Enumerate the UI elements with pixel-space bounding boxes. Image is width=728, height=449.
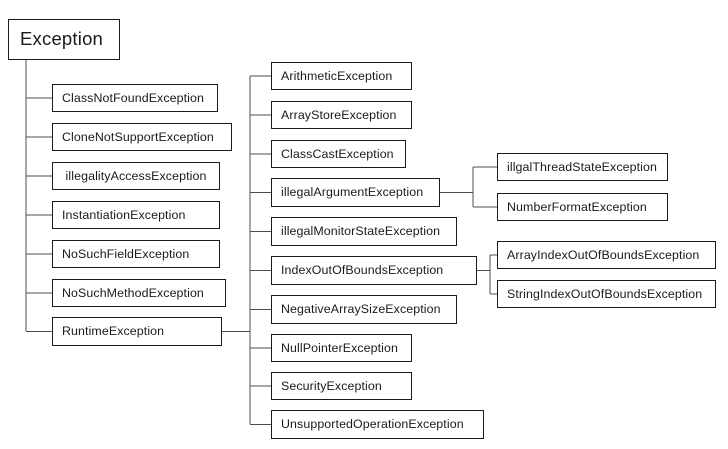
node-arrayindexoutofboundsexception[interactable]: ArrayIndexOutOfBoundsException: [497, 241, 716, 269]
node-instantiationexception-label: InstantiationException: [62, 207, 186, 222]
node-nullpointerexception[interactable]: NullPointerException: [271, 334, 412, 362]
node-illegalargumentexception-label: illegalArgumentException: [281, 185, 424, 200]
node-nosuchfieldexception-label: NoSuchFieldException: [62, 246, 190, 261]
node-securityexception[interactable]: SecurityException: [271, 372, 412, 400]
node-runtimeexception[interactable]: RuntimeException: [52, 317, 222, 346]
node-illegalityaccessexception-label: illegalityAccessException: [65, 168, 207, 183]
node-clonenotsupportexception[interactable]: CloneNotSupportException: [52, 123, 232, 151]
node-illgalthreadstateexception[interactable]: illgalThreadStateException: [497, 153, 668, 181]
node-exception[interactable]: Exception: [8, 19, 120, 60]
node-arithmeticexception[interactable]: ArithmeticException: [271, 62, 412, 90]
node-indexoutofboundsexception[interactable]: IndexOutOfBoundsException: [271, 256, 477, 285]
node-stringindexoutofboundsexception-label: StringIndexOutOfBoundsException: [507, 286, 703, 301]
node-runtimeexception-label: RuntimeException: [62, 324, 165, 339]
node-nullpointerexception-label: NullPointerException: [281, 340, 399, 355]
node-securityexception-label: SecurityException: [281, 378, 382, 393]
node-unsupportedoperationexception-label: UnsupportedOperationException: [281, 417, 464, 432]
node-classnotfoundexception[interactable]: ClassNotFoundException: [52, 84, 218, 112]
node-negativearraysizeexception-label: NegativeArraySizeException: [281, 302, 441, 317]
node-stringindexoutofboundsexception[interactable]: StringIndexOutOfBoundsException: [497, 280, 716, 308]
node-arithmeticexception-label: ArithmeticException: [281, 68, 393, 83]
node-indexoutofboundsexception-label: IndexOutOfBoundsException: [281, 263, 444, 278]
node-nosuchfieldexception[interactable]: NoSuchFieldException: [52, 240, 220, 268]
node-arraystoreexception[interactable]: ArrayStoreException: [271, 101, 412, 129]
node-nosuchmethodexception[interactable]: NoSuchMethodException: [52, 279, 226, 307]
node-classcastexception[interactable]: ClassCastException: [271, 140, 406, 168]
node-clonenotsupportexception-label: CloneNotSupportException: [62, 129, 214, 144]
node-arraystoreexception-label: ArrayStoreException: [281, 107, 397, 122]
node-numberformatexception[interactable]: NumberFormatException: [497, 193, 668, 221]
node-classnotfoundexception-label: ClassNotFoundException: [62, 90, 205, 105]
node-illegalmonitorstateexception-label: illegalMonitorStateException: [281, 224, 441, 239]
node-unsupportedoperationexception[interactable]: UnsupportedOperationException: [271, 410, 484, 439]
node-illegalargumentexception[interactable]: illegalArgumentException: [271, 178, 440, 207]
node-arrayindexoutofboundsexception-label: ArrayIndexOutOfBoundsException: [507, 247, 700, 262]
node-numberformatexception-label: NumberFormatException: [507, 199, 647, 214]
node-negativearraysizeexception[interactable]: NegativeArraySizeException: [271, 295, 457, 324]
node-illegalityaccessexception[interactable]: illegalityAccessException: [52, 162, 220, 190]
node-illgalthreadstateexception-label: illgalThreadStateException: [507, 159, 657, 174]
node-nosuchmethodexception-label: NoSuchMethodException: [62, 285, 204, 300]
node-exception-label: Exception: [20, 28, 104, 50]
node-illegalmonitorstateexception[interactable]: illegalMonitorStateException: [271, 217, 457, 246]
node-classcastexception-label: ClassCastException: [281, 146, 394, 161]
node-instantiationexception[interactable]: InstantiationException: [52, 201, 220, 229]
